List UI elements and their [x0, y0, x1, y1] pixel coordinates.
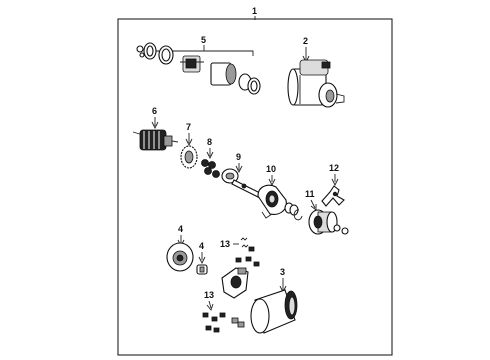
callout-4b-label: 4 [199, 241, 204, 251]
callout-11-label: 11 [305, 189, 315, 199]
yoke-housing[interactable] [250, 289, 298, 334]
armature[interactable] [132, 129, 179, 151]
brush-springs[interactable] [235, 237, 260, 267]
callout-5-label: 5 [201, 35, 206, 45]
callout-10-label: 10 [266, 164, 276, 174]
clutch-washers[interactable] [284, 202, 303, 221]
callout-12[interactable]: 12 [329, 163, 339, 187]
callout-13b[interactable]: 13 [204, 290, 214, 311]
drive-housing[interactable] [257, 184, 287, 219]
starter-motor-complete[interactable] [287, 59, 345, 108]
callout-1-label: 1 [252, 6, 257, 16]
callout-7[interactable]: 7 [185, 122, 193, 147]
commutator-end-frame[interactable] [221, 267, 249, 299]
callout-3[interactable]: 3 [279, 267, 287, 294]
callout-3-label: 3 [280, 267, 285, 277]
callout-11[interactable]: 11 [305, 189, 317, 211]
callout-13a[interactable]: 13 [220, 239, 239, 249]
callout-9[interactable]: 9 [235, 152, 243, 174]
shift-lever[interactable] [321, 185, 345, 207]
callout-8-label: 8 [207, 137, 212, 147]
pinion-shaft[interactable] [221, 168, 269, 200]
callout-9-label: 9 [236, 152, 241, 162]
callout-8[interactable]: 8 [206, 137, 214, 160]
brush-holder[interactable] [166, 242, 194, 272]
callout-7-label: 7 [186, 122, 191, 132]
callout-12-label: 12 [329, 163, 339, 173]
callout-2[interactable]: 2 [302, 36, 310, 64]
planet-gear[interactable] [201, 159, 220, 178]
callout-2-label: 2 [303, 36, 308, 46]
callout-13a-label: 13 [220, 239, 230, 249]
planetary-gear[interactable] [180, 145, 198, 169]
callout-4a-label: 4 [178, 224, 183, 234]
callout-6[interactable]: 6 [151, 106, 159, 130]
bearing[interactable] [196, 264, 208, 275]
small-parts[interactable] [202, 312, 245, 333]
callout-4b[interactable]: 4 [198, 241, 206, 265]
callout-6-label: 6 [152, 106, 157, 116]
callout-10[interactable]: 10 [266, 164, 276, 187]
callout-13b-label: 13 [204, 290, 214, 300]
callout-1[interactable]: 1 [252, 6, 257, 20]
overrunning-clutch[interactable] [308, 209, 349, 235]
brush-kit[interactable] [136, 42, 261, 95]
